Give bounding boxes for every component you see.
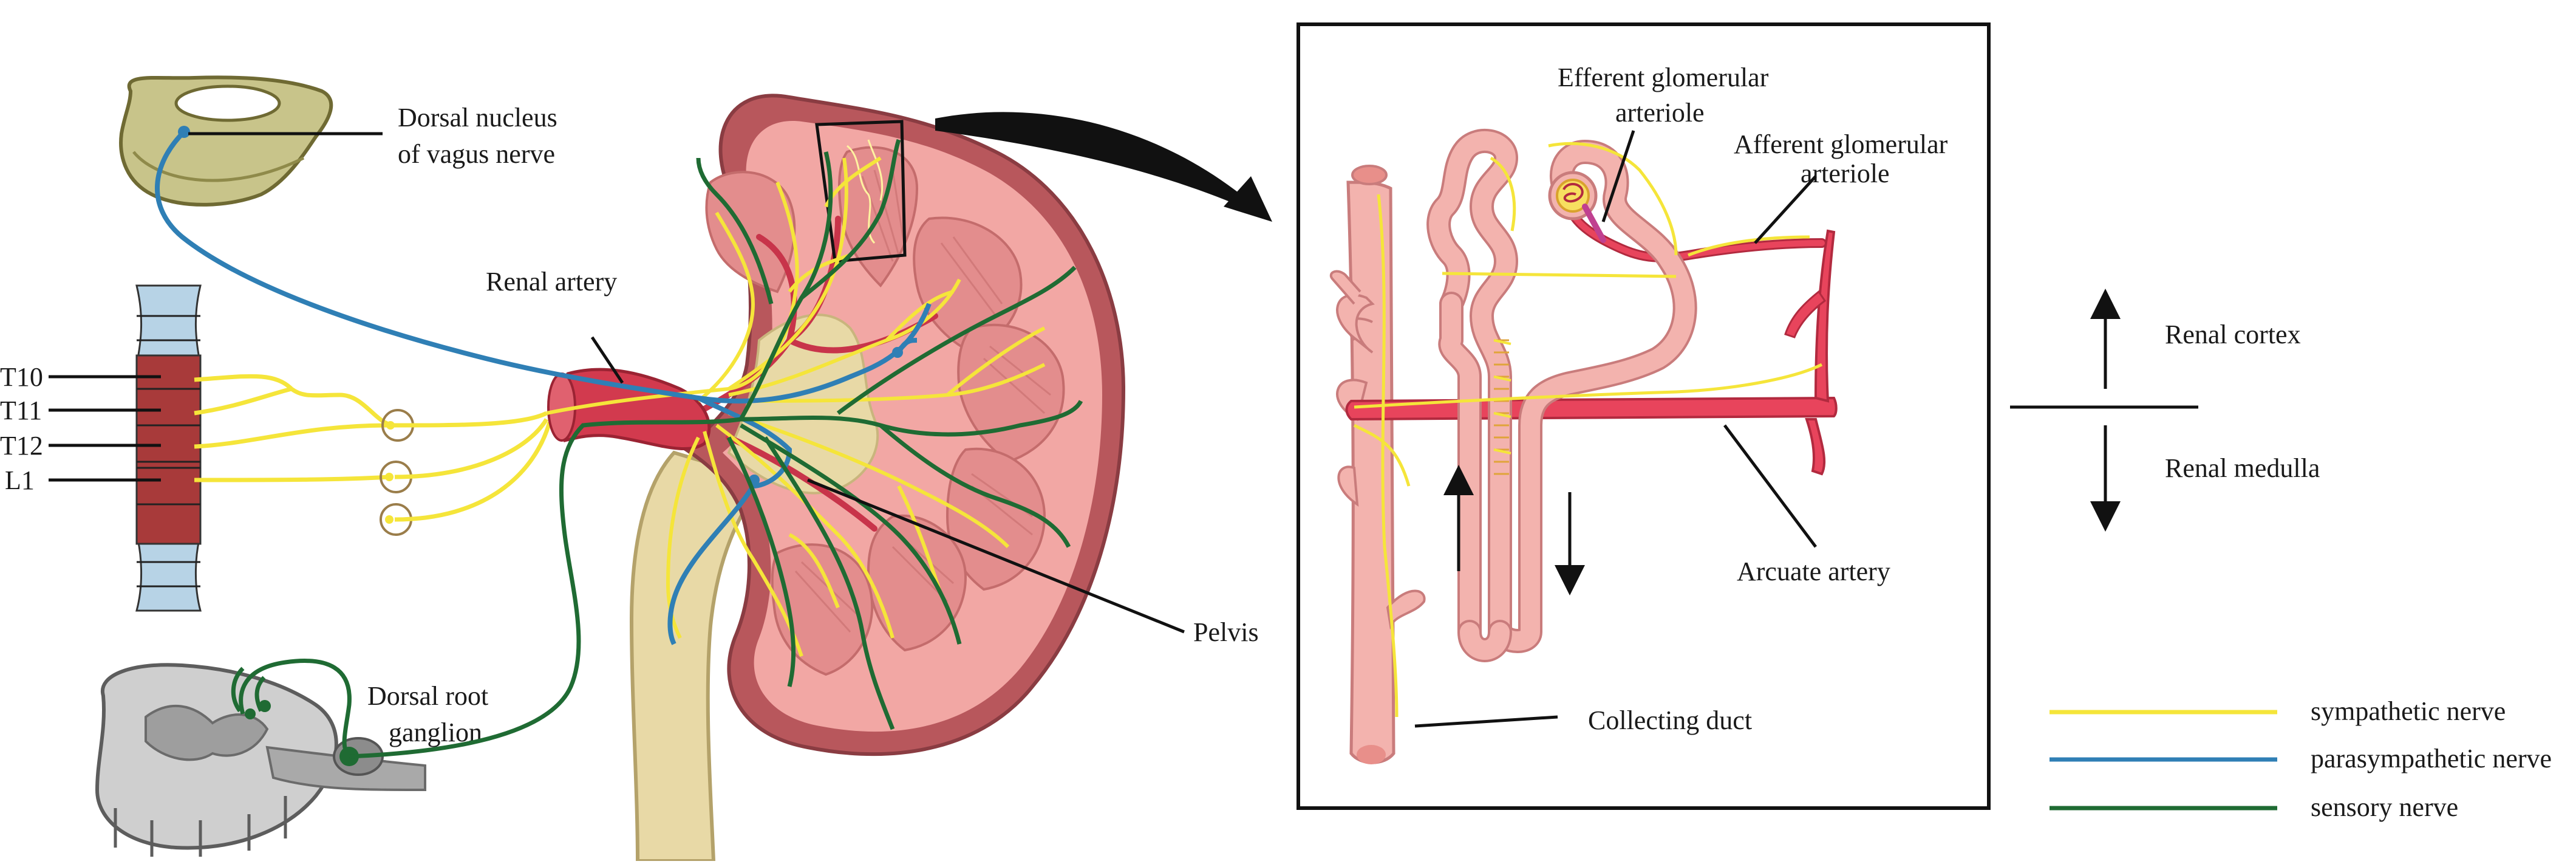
dorsal-nucleus-label-line2: of vagus nerve <box>398 139 555 169</box>
t11-label: T11 <box>0 396 42 425</box>
sympathetic-postganglionic-fibres <box>395 413 550 519</box>
renal-artery-label: Renal artery <box>486 267 617 297</box>
collecting-duct-label: Collecting duct <box>1588 705 1752 735</box>
l1-label: L1 <box>5 465 35 495</box>
renal-medulla-label: Renal medulla <box>2165 453 2320 483</box>
legend: sympathetic nerve parasympathetic nerve … <box>2050 696 2552 822</box>
renal-artery <box>558 369 709 448</box>
t10-label: T10 <box>0 362 43 392</box>
brainstem-slice <box>121 77 331 205</box>
efferent-label: Efferent glomerular <box>1558 63 1769 92</box>
sympathetic-ganglia <box>381 410 413 535</box>
pelvis-label: Pelvis <box>1193 617 1259 647</box>
t12-label: T12 <box>0 431 43 461</box>
afferent-label-line2: arteriole <box>1801 159 1890 188</box>
legend-label-sympathetic: sympathetic nerve <box>2311 696 2506 726</box>
spinal-cord-segment <box>137 286 200 611</box>
efferent-label-line2: arteriole <box>1615 98 1705 128</box>
arcuate-artery-label: Arcuate artery <box>1737 557 1890 586</box>
legend-label-parasympathetic: parasympathetic nerve <box>2311 744 2552 773</box>
sympathetic-preganglionic-fibres <box>194 376 395 480</box>
kidney <box>548 95 1123 861</box>
afferent-label: Afferent glomerular <box>1734 129 1948 159</box>
legend-label-sensory: sensory nerve <box>2311 792 2458 822</box>
renal-cortex-label: Renal cortex <box>2165 320 2301 349</box>
dorsal-nucleus-label: Dorsal nucleus <box>398 103 557 132</box>
dorsal-root-ganglion-label: Dorsal root <box>367 681 488 711</box>
